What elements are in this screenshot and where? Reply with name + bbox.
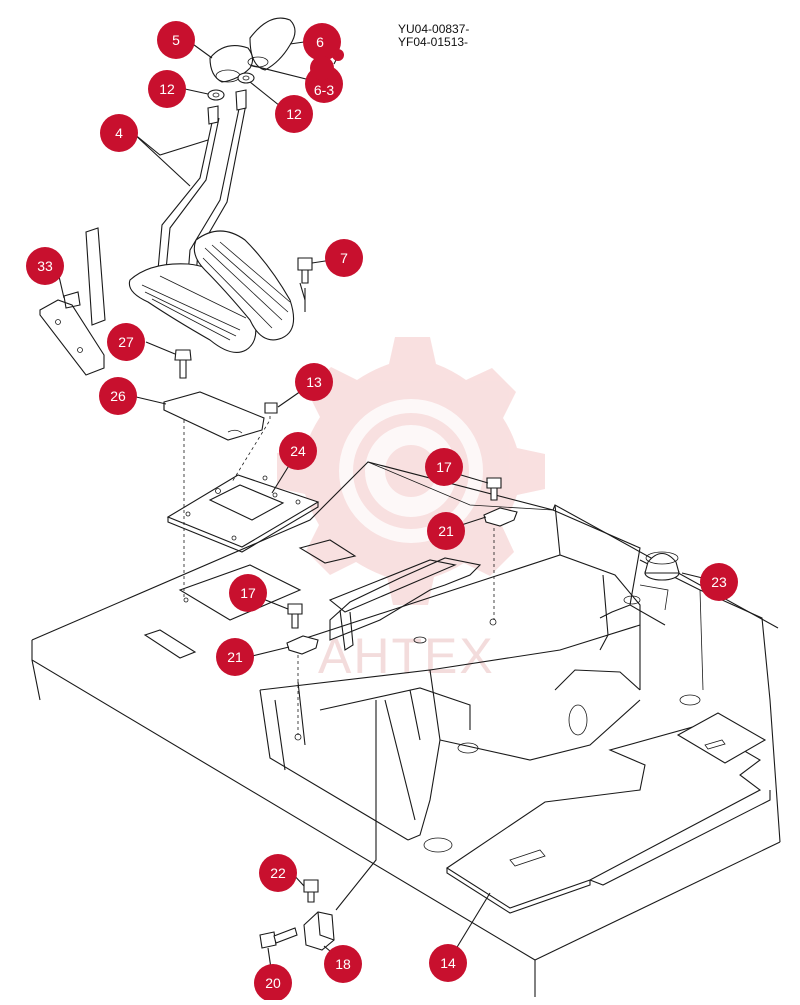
watermark-text: AHTEX xyxy=(318,628,495,684)
callout-27[interactable]: 27 xyxy=(107,323,145,361)
callout-20[interactable]: 20 xyxy=(254,964,292,1002)
svg-text:4: 4 xyxy=(115,125,123,141)
drawing-codes: YU04-00837- YF04-01513- xyxy=(398,23,469,49)
callout-4[interactable]: 4 xyxy=(100,114,138,152)
callout-33[interactable]: 33 xyxy=(26,247,64,285)
nut xyxy=(207,89,225,101)
stud xyxy=(303,879,319,903)
bracket xyxy=(303,911,335,951)
callout-14[interactable]: 14 xyxy=(429,944,467,982)
svg-text:22: 22 xyxy=(270,865,286,881)
callout-24[interactable]: 24 xyxy=(279,432,317,470)
svg-text:12: 12 xyxy=(286,106,302,122)
clip xyxy=(483,507,518,620)
cab-frame xyxy=(259,504,641,841)
callout-7[interactable]: 7 xyxy=(325,239,363,277)
bolt xyxy=(259,927,298,949)
svg-text:26: 26 xyxy=(110,388,126,404)
floor-mat xyxy=(445,712,771,914)
callout-17[interactable]: 17 xyxy=(229,574,267,612)
callout-12[interactable]: 12 xyxy=(275,95,313,133)
bolt xyxy=(486,477,502,501)
nut xyxy=(264,402,278,414)
drawing-code-1: YU04-00837- xyxy=(398,22,470,36)
svg-text:21: 21 xyxy=(227,649,243,665)
cover-plate xyxy=(163,391,265,441)
svg-text:14: 14 xyxy=(440,955,456,971)
callout-5[interactable]: 5 xyxy=(157,21,195,59)
callout-markers: 5 6 12 6-3 12 4 7 33 27 13 26 24 17 21 2… xyxy=(26,21,738,1002)
callout-23[interactable]: 23 xyxy=(700,563,738,601)
pedal-knob xyxy=(247,17,296,71)
svg-text:33: 33 xyxy=(37,258,53,274)
drawing-code-2: YF04-01513- xyxy=(398,35,469,49)
callout-6-3[interactable]: 6-3 xyxy=(305,56,343,103)
gear-icon xyxy=(277,337,545,605)
svg-text:7: 7 xyxy=(340,250,348,266)
callout-13[interactable]: 13 xyxy=(295,363,333,401)
callout-26[interactable]: 26 xyxy=(99,377,137,415)
clip xyxy=(286,635,319,735)
svg-text:13: 13 xyxy=(306,374,322,390)
floor-plate xyxy=(143,539,497,741)
pedal-levers xyxy=(157,89,247,276)
svg-text:6: 6 xyxy=(316,34,324,50)
bolt xyxy=(174,349,192,379)
callout-21[interactable]: 21 xyxy=(427,512,465,550)
callout-17[interactable]: 17 xyxy=(425,448,463,486)
svg-text:6-3: 6-3 xyxy=(314,82,334,98)
cap xyxy=(639,551,680,611)
callout-22[interactable]: 22 xyxy=(259,854,297,892)
floor-platform xyxy=(31,461,781,997)
callout-12[interactable]: 12 xyxy=(148,70,186,108)
svg-text:20: 20 xyxy=(265,975,281,991)
callout-18[interactable]: 18 xyxy=(324,945,362,983)
svg-text:5: 5 xyxy=(172,32,180,48)
pedal-base-plate xyxy=(166,410,320,600)
svg-text:24: 24 xyxy=(290,443,306,459)
pedal-pads xyxy=(128,230,306,353)
svg-text:23: 23 xyxy=(711,574,727,590)
bolt xyxy=(287,603,303,629)
svg-text:21: 21 xyxy=(438,523,454,539)
bracket xyxy=(39,227,106,376)
svg-text:12: 12 xyxy=(159,81,175,97)
callout-21[interactable]: 21 xyxy=(216,638,254,676)
svg-text:27: 27 xyxy=(118,334,134,350)
nut xyxy=(237,72,255,84)
bolt xyxy=(297,257,313,284)
callout-6[interactable]: 6 xyxy=(303,23,344,61)
svg-text:17: 17 xyxy=(240,585,256,601)
svg-text:18: 18 xyxy=(335,956,351,972)
svg-text:17: 17 xyxy=(436,459,452,475)
